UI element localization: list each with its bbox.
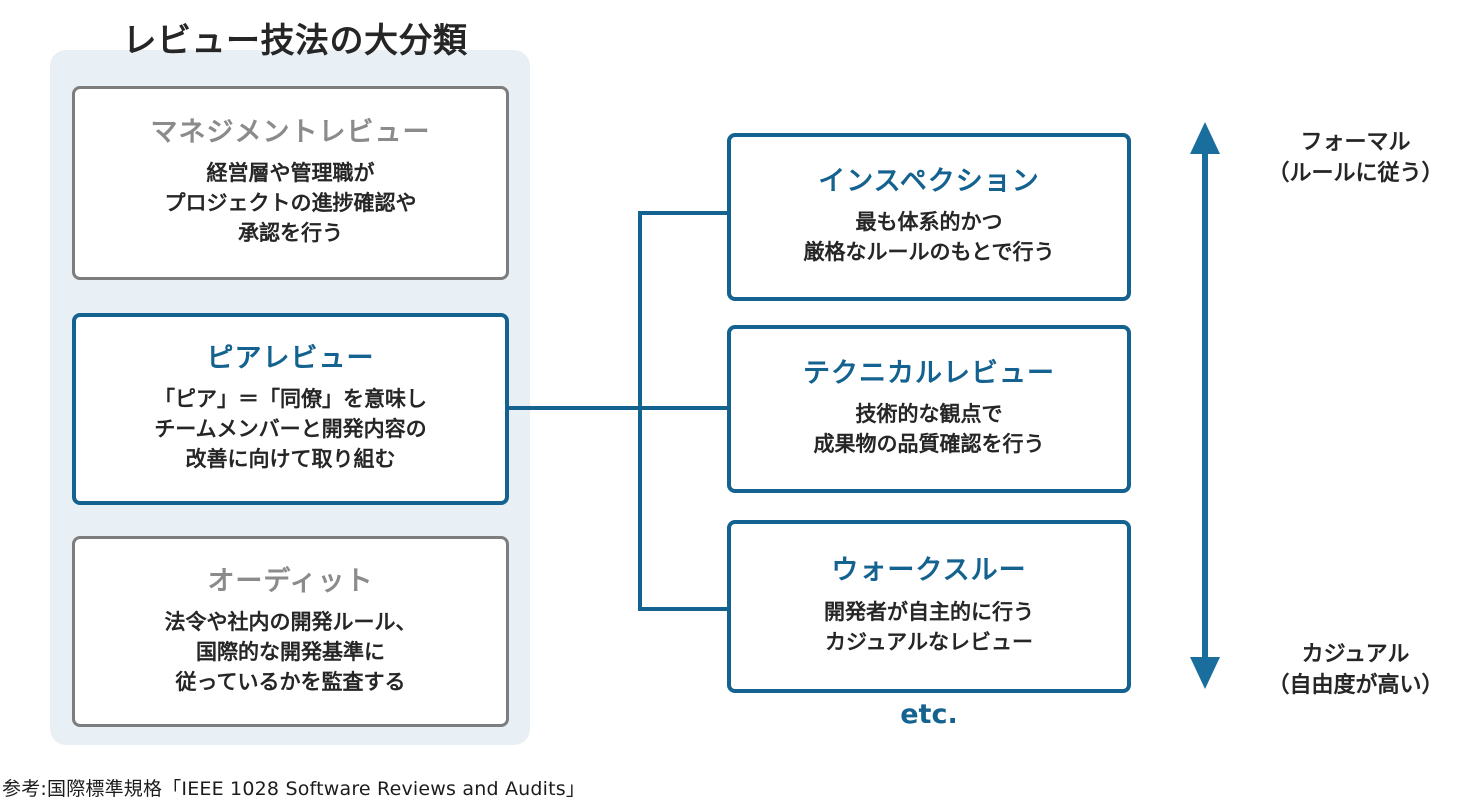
- peer-review-type-card-walkthrough[interactable]: ウォークスルー 開発者が自主的に行う カジュアルなレビュー: [727, 520, 1131, 693]
- category-card-title: ピアレビュー: [206, 343, 375, 375]
- category-card-title: マネジメントレビュー: [150, 117, 431, 149]
- peer-review-type-description: 開発者が自主的に行う カジュアルなレビュー: [824, 599, 1034, 654]
- category-card-description: 法令や社内の開発ルール、 国際的な開発基準に 従っているかを監査する: [164, 609, 417, 694]
- category-card-description: 経営層や管理職が プロジェクトの進捗確認や 承認を行う: [164, 161, 417, 246]
- peer-review-type-title: テクニカルレビュー: [803, 357, 1055, 389]
- page-title: レビュー技法の大分類: [122, 21, 468, 61]
- peer-review-type-card-inspection[interactable]: インスペクション 最も体系的かつ 厳格なルールのもとで行う: [727, 133, 1131, 301]
- peer-review-type-card-technical-review[interactable]: テクニカルレビュー 技術的な観点で 成果物の品質確認を行う: [727, 325, 1131, 493]
- source-footnote: 参考:国際標準規格「IEEE 1028 Software Reviews and…: [2, 778, 586, 800]
- category-card-audit[interactable]: オーディット 法令や社内の開発ルール、 国際的な開発基準に 従っているかを監査す…: [72, 536, 509, 727]
- peer-review-type-title: インスペクション: [818, 165, 1040, 197]
- peer-review-type-description: 技術的な観点で 成果物の品質確認を行う: [813, 402, 1045, 457]
- axis-label-formal: フォーマル （ルールに従う）: [1267, 130, 1444, 186]
- peer-review-type-description: 最も体系的かつ 厳格なルールのもとで行う: [803, 210, 1055, 265]
- category-card-description: 「ピア」＝「同僚」を意味し チームメンバーと開発内容の 改善に向けて取り組む: [154, 387, 427, 472]
- connector-branch-walkthrough: [638, 607, 729, 611]
- peer-review-type-title: ウォークスルー: [831, 555, 1027, 587]
- etc-label: etc.: [900, 699, 958, 730]
- connector-vertical-trunk: [638, 211, 642, 611]
- category-card-management-review[interactable]: マネジメントレビュー 経営層や管理職が プロジェクトの進捗確認や 承認を行う: [72, 86, 509, 280]
- formality-axis-double-arrow-icon: [1190, 122, 1220, 689]
- category-card-title: オーディット: [207, 565, 374, 597]
- axis-label-casual: カジュアル （自由度が高い）: [1267, 642, 1444, 698]
- connector-peer-review-stub: [509, 406, 642, 410]
- connector-branch-technical-review: [638, 406, 729, 410]
- connector-branch-inspection: [638, 211, 729, 215]
- category-card-peer-review[interactable]: ピアレビュー 「ピア」＝「同僚」を意味し チームメンバーと開発内容の 改善に向け…: [72, 313, 509, 505]
